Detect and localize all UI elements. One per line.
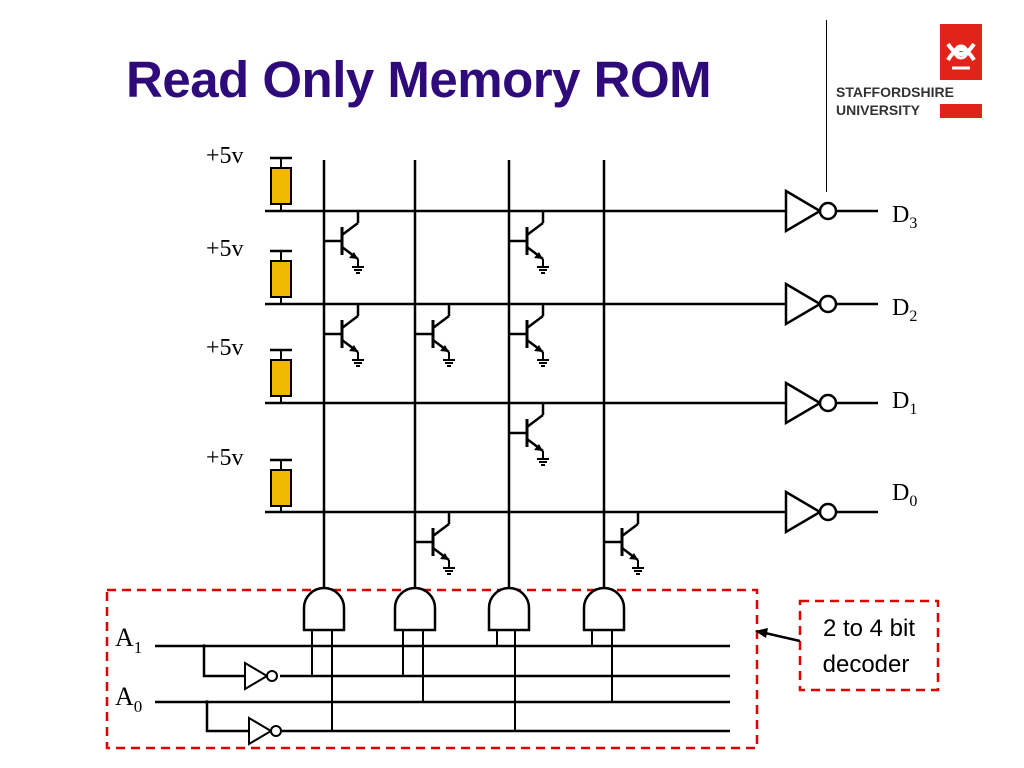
input-label: A0 [115, 682, 142, 716]
output-label: D0 [892, 480, 917, 510]
inverter-symbol [784, 490, 838, 534]
logo-red-bar [940, 104, 982, 118]
inverter-symbol [784, 381, 838, 425]
and-gate [302, 586, 346, 632]
npn-transistor [602, 510, 646, 576]
decoder-label: decoder [823, 651, 910, 678]
logo-text-line2: UNIVERSITY [836, 102, 921, 118]
and-gates [302, 586, 626, 632]
decoder-label: 2 to 4 bit [823, 615, 915, 642]
npn-transistor [413, 302, 457, 368]
supply-label: +5v [206, 236, 244, 262]
and-gate [393, 586, 437, 632]
output-inverters [784, 189, 878, 534]
decoder-boundary [105, 588, 759, 750]
pullup-resistor [268, 348, 294, 404]
column-lines [322, 160, 606, 590]
callout-arrow [755, 628, 801, 643]
logo-divider [826, 20, 827, 192]
pullup-resistor [268, 458, 294, 514]
npn-transistor [507, 302, 551, 368]
inverter-symbol [784, 282, 838, 326]
npn-transistor [413, 510, 457, 576]
supply-label: +5v [206, 445, 244, 471]
decoder-callout-box [798, 599, 940, 692]
university-logo: STAFFORDSHIRE UNIVERSITY [836, 24, 986, 120]
supply-label: +5v [206, 143, 244, 169]
transistors [322, 209, 646, 576]
staffordshire-knot-icon [940, 24, 982, 80]
output-label: D3 [892, 202, 917, 232]
inverter-symbol [248, 717, 282, 745]
and-gate [487, 586, 531, 632]
pullup-resistors [268, 156, 294, 514]
pullup-resistor [268, 156, 294, 212]
row-lines [265, 209, 786, 514]
pullup-resistor [268, 249, 294, 305]
npn-transistor [507, 209, 551, 275]
logo-text-line1: STAFFORDSHIRE [836, 84, 954, 100]
input-label: A1 [115, 623, 142, 657]
output-label: D2 [892, 295, 917, 325]
npn-transistor [322, 302, 366, 368]
npn-transistor [322, 209, 366, 275]
inverter-symbol [244, 662, 278, 690]
npn-transistor [507, 401, 551, 467]
and-gate [582, 586, 626, 632]
inverter-symbol [784, 189, 838, 233]
output-label: D1 [892, 388, 917, 418]
decoder-wiring [155, 630, 730, 745]
supply-label: +5v [206, 335, 244, 361]
page-title: Read Only Memory ROM [126, 51, 712, 108]
